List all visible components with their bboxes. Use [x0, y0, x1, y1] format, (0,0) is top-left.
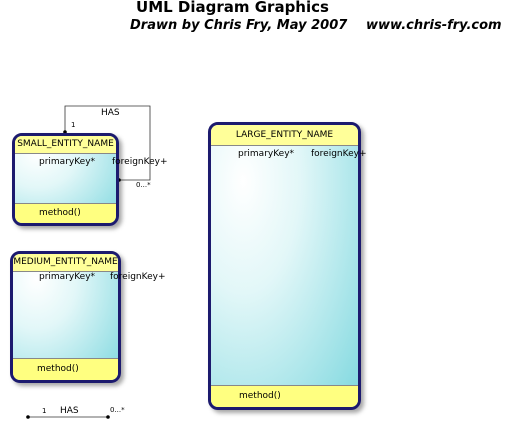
small-entity-name: SMALL_ENTITY_NAME	[15, 136, 116, 154]
self-relation-cardinality-many: 0...*	[136, 181, 151, 189]
small-entity-method: method()	[15, 203, 116, 223]
large-entity-name: LARGE_ENTITY_NAME	[211, 125, 358, 146]
large-entity-foreign-key: foreignKey+	[311, 149, 367, 159]
legend-relation-cardinality-one: 1	[42, 407, 47, 415]
large-entity-method: method()	[211, 385, 358, 407]
medium-entity-foreign-key: foreignKey+	[110, 272, 166, 282]
legend-relation-label: HAS	[60, 406, 79, 416]
self-relation-label: HAS	[101, 108, 120, 118]
small-entity-foreign-key: foreignKey+	[112, 157, 168, 167]
diagram-title: UML Diagram Graphics	[136, 0, 329, 16]
large-entity-box[interactable]: LARGE_ENTITY_NAME method()	[208, 122, 361, 410]
medium-entity-name: MEDIUM_ENTITY_NAME	[13, 254, 118, 272]
medium-entity-box[interactable]: MEDIUM_ENTITY_NAME method()	[10, 251, 121, 383]
medium-entity-method: method()	[13, 358, 118, 380]
medium-entity-primary-key: primaryKey*	[39, 272, 96, 282]
large-entity-primary-key: primaryKey*	[238, 149, 295, 159]
diagram-website: www.chris-fry.com	[366, 18, 502, 33]
small-entity-primary-key: primaryKey*	[39, 157, 96, 167]
diagram-author: Drawn by Chris Fry, May 2007	[130, 18, 348, 33]
small-entity-box[interactable]: SMALL_ENTITY_NAME method()	[12, 133, 119, 226]
self-relation-cardinality-one: 1	[71, 121, 76, 129]
legend-relation-cardinality-many: 0...*	[110, 406, 125, 414]
